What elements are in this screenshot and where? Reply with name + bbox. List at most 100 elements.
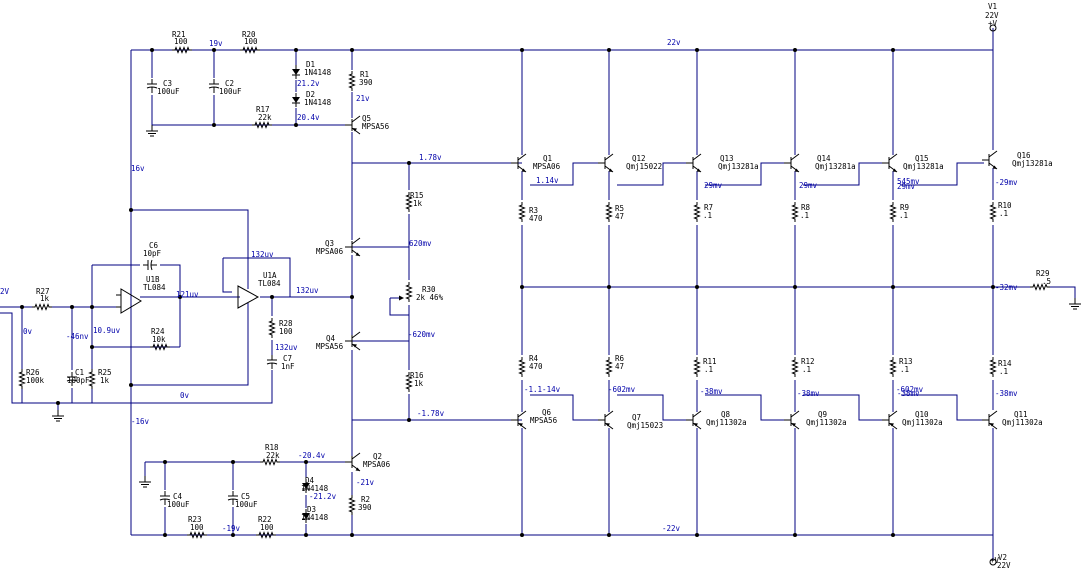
component-label: C4 bbox=[173, 492, 183, 501]
component-label: Q15 bbox=[915, 154, 929, 163]
node-voltage-label: 132uv bbox=[296, 286, 319, 295]
component-label: 470 bbox=[529, 214, 543, 223]
component-label: R26 bbox=[26, 368, 40, 377]
component-label: Qmj15022 bbox=[626, 162, 662, 171]
component-label: 390 bbox=[358, 503, 372, 512]
node-voltage-label: -21.2v bbox=[309, 492, 337, 501]
component-label: C5 bbox=[241, 492, 250, 501]
component-label: R6 bbox=[615, 354, 625, 363]
component-label: C6 bbox=[149, 241, 159, 250]
component-label: 1N4148 bbox=[304, 68, 332, 77]
component-label: .1 bbox=[703, 211, 712, 220]
component-label: 22V bbox=[985, 11, 999, 20]
component-label: R24 bbox=[151, 327, 165, 336]
component-label: 47 bbox=[615, 362, 624, 371]
node-voltage-label: -46nv bbox=[66, 332, 89, 341]
node-voltage-label: -22v bbox=[662, 524, 681, 533]
node-voltage-label: 20.4v bbox=[297, 113, 320, 122]
component-label: C7 bbox=[283, 354, 292, 363]
component-label: R12 bbox=[801, 357, 815, 366]
component-label: D2 bbox=[306, 90, 315, 99]
component-label: Q13 bbox=[720, 154, 734, 163]
component-label: R5 bbox=[615, 204, 624, 213]
node-voltage-label: -21v bbox=[356, 478, 375, 487]
node-voltage-label: -20.4v bbox=[298, 451, 326, 460]
component-label: 100uF bbox=[167, 500, 190, 509]
component-label: .5 bbox=[1042, 277, 1051, 286]
component-label: MPSA06 bbox=[316, 247, 344, 256]
component-label: MPSA06 bbox=[533, 162, 561, 171]
component-label: .1 bbox=[899, 211, 908, 220]
component-label: 470 bbox=[529, 362, 543, 371]
component-label: .1 bbox=[802, 365, 811, 374]
component-label: 100 bbox=[244, 37, 258, 46]
component-label: 100k bbox=[26, 376, 45, 385]
node-voltage-label: -1.1-14v bbox=[524, 385, 561, 394]
component-label: R3 bbox=[529, 206, 538, 215]
component-label: Q5 bbox=[362, 114, 371, 123]
component-label: Q7 bbox=[632, 413, 641, 422]
parts bbox=[19, 24, 1082, 566]
component-label: 1k bbox=[413, 199, 423, 208]
component-label: Qmj11302a bbox=[706, 418, 747, 427]
component-label: MPSA56 bbox=[362, 122, 390, 131]
component-label: .1 bbox=[704, 365, 713, 374]
node-voltage-label: 16v bbox=[131, 164, 145, 173]
component-label: C1 bbox=[75, 368, 84, 377]
component-label: +V bbox=[990, 556, 1000, 565]
node-voltage-label: 29mv bbox=[799, 181, 818, 190]
component-label: 10pF bbox=[143, 249, 162, 258]
component-label: R14 bbox=[998, 359, 1012, 368]
component-label: 1N4148 bbox=[301, 513, 329, 522]
component-label: U1B bbox=[146, 275, 160, 284]
component-label: R27 bbox=[36, 287, 50, 296]
component-label: R16 bbox=[410, 371, 424, 380]
component-label: R15 bbox=[410, 191, 424, 200]
component-label: 100uF bbox=[219, 87, 242, 96]
node-voltage-label: 132uv bbox=[275, 343, 298, 352]
component-label: 100 bbox=[174, 37, 188, 46]
component-label: 1N4148 bbox=[304, 98, 332, 107]
node-voltage-label: -38mv bbox=[995, 389, 1018, 398]
component-label: MPSA56 bbox=[530, 416, 558, 425]
node-voltage-label: -38mv bbox=[700, 387, 723, 396]
node-voltage-label: 545mv bbox=[897, 177, 920, 186]
node-voltage-label: 21.2v bbox=[297, 79, 320, 88]
component-label: R10 bbox=[998, 201, 1012, 210]
component-label: Q1 bbox=[543, 154, 552, 163]
component-label: R17 bbox=[256, 105, 270, 114]
component-label: V1 bbox=[988, 2, 997, 11]
node-voltage-label: 29mv bbox=[704, 181, 723, 190]
component-label: 100pF bbox=[67, 376, 90, 385]
component-label: R2 bbox=[361, 495, 370, 504]
component-label: D3 bbox=[307, 505, 316, 514]
component-label: TL084 bbox=[258, 279, 281, 288]
component-label: 100 bbox=[190, 523, 204, 532]
node-voltage-label: -16v bbox=[131, 417, 150, 426]
component-label: C2 bbox=[225, 79, 234, 88]
component-label: Qmj11302a bbox=[1002, 418, 1043, 427]
component-label: .1 bbox=[999, 367, 1008, 376]
node-voltage-label: 19v bbox=[209, 39, 223, 48]
node-voltage-label: -1.78v bbox=[417, 409, 445, 418]
component-label: Qmj13281a bbox=[718, 162, 759, 171]
component-labels: V122V+VR21100R20100D11N4148D21N4148C3100… bbox=[26, 2, 1053, 570]
component-label: Qmj13281a bbox=[815, 162, 856, 171]
component-label: Q4 bbox=[326, 334, 336, 343]
node-voltage-label: 121uv bbox=[176, 290, 199, 299]
component-label: R1 bbox=[360, 70, 369, 79]
component-label: 2k 46% bbox=[416, 293, 444, 302]
component-label: Qmj11302a bbox=[806, 418, 847, 427]
component-label: Q8 bbox=[721, 410, 731, 419]
component-label: 10k bbox=[152, 335, 166, 344]
component-label: C3 bbox=[163, 79, 172, 88]
component-label: 100uF bbox=[157, 87, 180, 96]
component-label: 1k bbox=[100, 376, 110, 385]
component-label: 47 bbox=[615, 212, 624, 221]
component-label: Q3 bbox=[325, 239, 334, 248]
wires bbox=[0, 28, 1076, 560]
node-voltage-label: 620mv bbox=[409, 239, 432, 248]
component-label: R8 bbox=[801, 203, 811, 212]
